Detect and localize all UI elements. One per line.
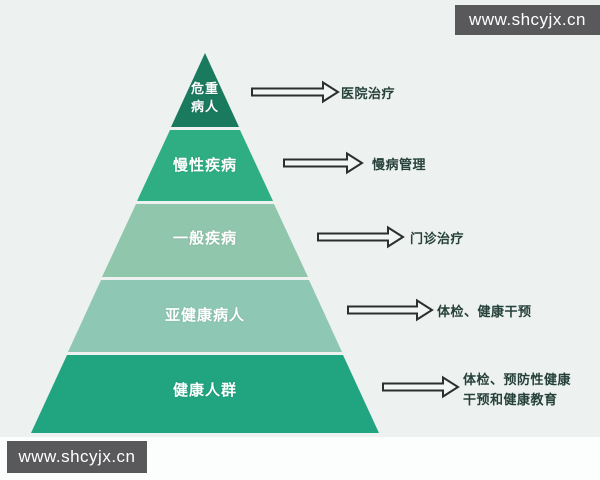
- watermark-url-text: www.shcyjx.cn: [18, 447, 136, 466]
- tier-label-chronic: 慢性疾病: [172, 157, 238, 174]
- action-label-checkup-intervention: 体检、健康干预: [437, 304, 532, 319]
- arrow-right-icon: [347, 298, 434, 322]
- tier-label-healthy: 健康人群: [172, 382, 238, 399]
- action-label-chronic-management: 慢病管理: [372, 157, 427, 172]
- tier-label-critical: 危重 病人: [190, 81, 220, 114]
- watermark-top-right: www.shcyjx.cn: [455, 5, 600, 35]
- pyramid-tier-critical: [171, 53, 239, 127]
- tier-label-general: 一般疾病: [172, 230, 238, 247]
- arrow-right-icon: [317, 225, 405, 249]
- watermark-bottom-left: www.shcyjx.cn: [7, 441, 147, 473]
- arrow-right-icon: [283, 151, 364, 175]
- action-label-hospital-treatment: 医院治疗: [341, 86, 396, 101]
- action-label-outpatient-treatment: 门诊治疗: [410, 231, 465, 246]
- tier-label-subhealth: 亚健康病人: [164, 307, 246, 324]
- pyramid-tier-healthy: [31, 355, 379, 433]
- pyramid-tier-general: [102, 204, 308, 277]
- arrow-right-icon: [251, 80, 340, 104]
- pyramid-tier-chronic: [137, 130, 273, 201]
- arrow-right-icon: [382, 375, 460, 399]
- watermark-url-text: www.shcyjx.cn: [468, 10, 587, 29]
- action-label-preventive-education: 体检、预防性健康 干预和健康教育: [463, 372, 572, 407]
- pyramid-tier-subhealth: [68, 280, 342, 352]
